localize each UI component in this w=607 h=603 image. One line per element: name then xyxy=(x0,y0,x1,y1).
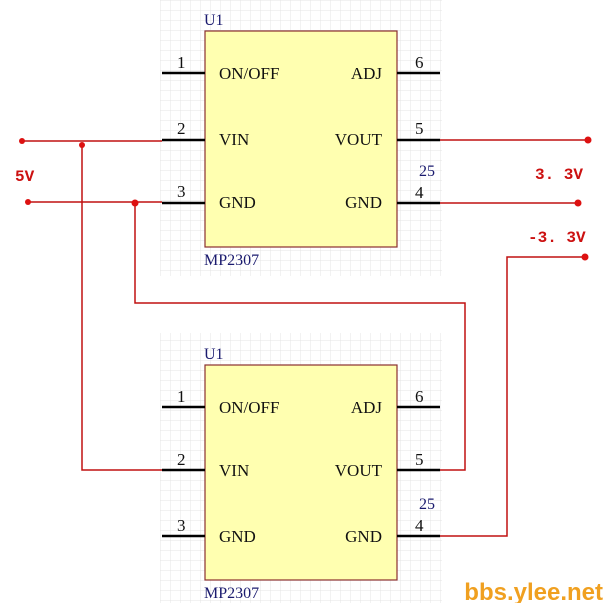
extra-label: 25 xyxy=(419,496,435,513)
pin-name: ADJ xyxy=(351,64,383,83)
designator: U1 xyxy=(204,12,224,29)
pin-name: GND xyxy=(345,193,382,212)
pin-number: 4 xyxy=(415,183,424,202)
chip-u1-bottom[interactable]: U1 MP2307 1 2 3 ON/OFF VIN GND ADJ VOUT … xyxy=(162,346,440,602)
wire-vin-u2 xyxy=(81,145,162,471)
junctions xyxy=(19,136,592,261)
designator: U1 xyxy=(204,346,224,363)
pin-name: VOUT xyxy=(335,130,383,149)
pin-number: 3 xyxy=(177,182,186,201)
part-number: MP2307 xyxy=(204,252,259,269)
extra-label: 25 xyxy=(419,163,435,180)
terminal-dot[interactable] xyxy=(574,199,582,207)
pin-number: 1 xyxy=(177,387,186,406)
pins xyxy=(162,71,440,205)
terminal-dot[interactable] xyxy=(25,199,31,205)
pin-number: 2 xyxy=(177,119,186,138)
pin-name: ON/OFF xyxy=(219,64,279,83)
junction-dot xyxy=(131,199,139,207)
chip-u1-top[interactable]: U1 MP2307 1 2 3 ON/OFF VIN GND ADJ VOUT … xyxy=(162,12,440,269)
junction-dot xyxy=(79,142,85,148)
wire-gnd-to-u2-vout xyxy=(134,202,466,471)
terminal-dot[interactable] xyxy=(584,136,592,144)
pin-number: 4 xyxy=(415,516,424,535)
terminal-dot[interactable] xyxy=(19,138,25,144)
net-label-5v: 5V xyxy=(15,168,35,186)
pin-number: 5 xyxy=(415,450,424,469)
net-label-neg-3v3: -3. 3V xyxy=(528,229,586,247)
watermark: bbs.ylee.net xyxy=(464,579,603,603)
pin-number: 1 xyxy=(177,53,186,72)
pin-number: 5 xyxy=(415,119,424,138)
pins xyxy=(162,405,440,538)
net-label-3v3: 3. 3V xyxy=(535,166,583,184)
part-number: MP2307 xyxy=(204,585,259,602)
pin-name: VIN xyxy=(219,461,249,480)
pin-name: GND xyxy=(345,527,382,546)
pin-name: VIN xyxy=(219,130,249,149)
pin-name: GND xyxy=(219,527,256,546)
pin-name: ON/OFF xyxy=(219,398,279,417)
pin-number: 2 xyxy=(177,450,186,469)
chip-body[interactable] xyxy=(204,30,398,248)
pin-name: ADJ xyxy=(351,398,383,417)
wire-neg-3v3 xyxy=(440,256,585,537)
pin-name: VOUT xyxy=(335,461,383,480)
pin-number: 6 xyxy=(415,53,424,72)
chip-body[interactable] xyxy=(204,364,398,581)
pin-name: GND xyxy=(219,193,256,212)
wires xyxy=(22,139,588,537)
pin-number: 3 xyxy=(177,516,186,535)
pin-number: 6 xyxy=(415,387,424,406)
terminal-dot[interactable] xyxy=(581,253,589,261)
